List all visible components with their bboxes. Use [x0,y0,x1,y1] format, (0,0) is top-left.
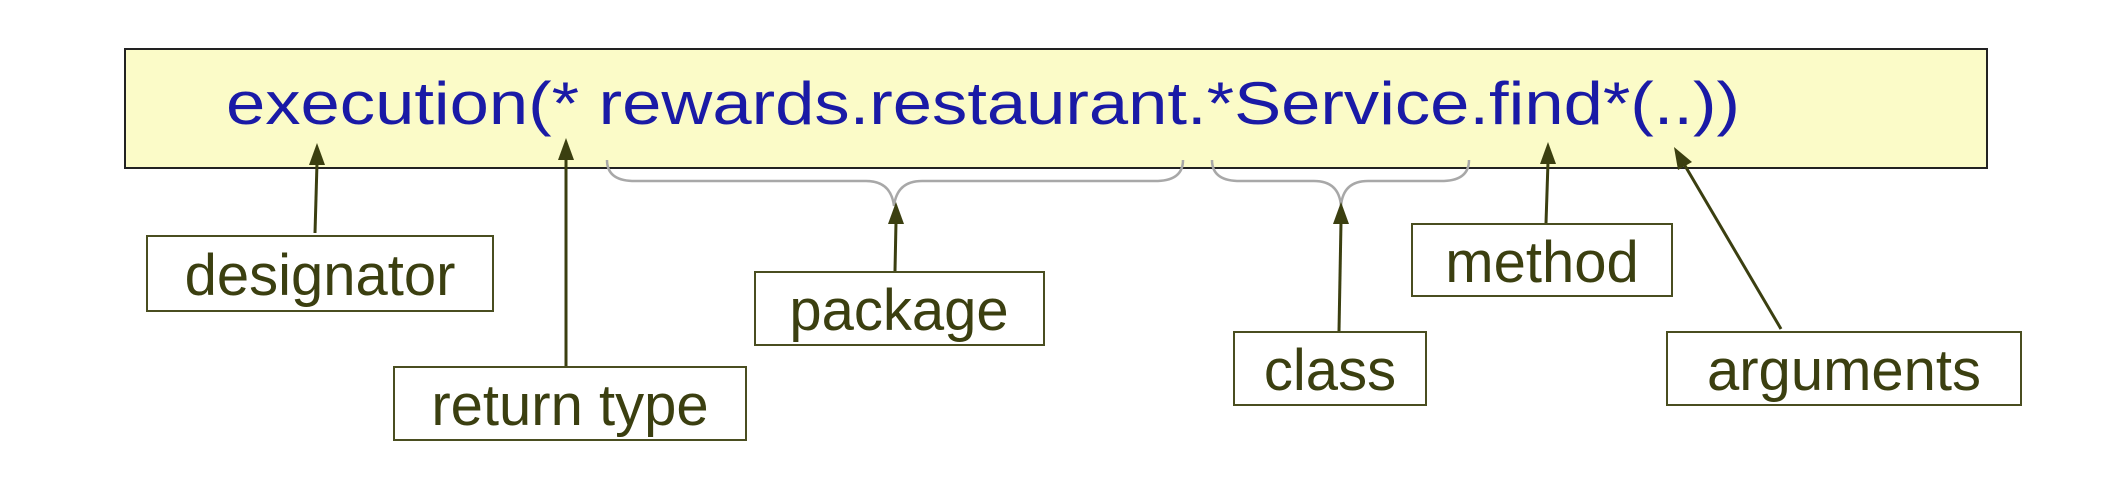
expression-box [124,48,1988,169]
method-label-text: method [1445,230,1638,295]
class-label-text: class [1264,338,1396,403]
return-type-label-text: return type [431,373,708,438]
package-brace [605,159,1185,207]
designator-arrow [309,143,325,234]
package-arrow [888,202,904,272]
method-label: method [1411,223,1673,297]
method-arrow [1540,142,1556,224]
arguments-label: arguments [1666,331,2022,406]
package-label: package [754,271,1045,346]
designator-label-text: designator [185,243,456,308]
return-type-arrow [558,138,574,366]
designator-label: designator [146,235,494,312]
arguments-label-text: arguments [1707,338,1981,403]
arguments-arrow [1674,147,1783,330]
package-label-text: package [789,278,1008,343]
pointcut-expression: execution(* rewards.restaurant.*Service.… [226,70,1740,137]
return-type-label: return type [393,366,747,441]
class-label: class [1233,331,1427,406]
class-arrow [1333,202,1349,332]
